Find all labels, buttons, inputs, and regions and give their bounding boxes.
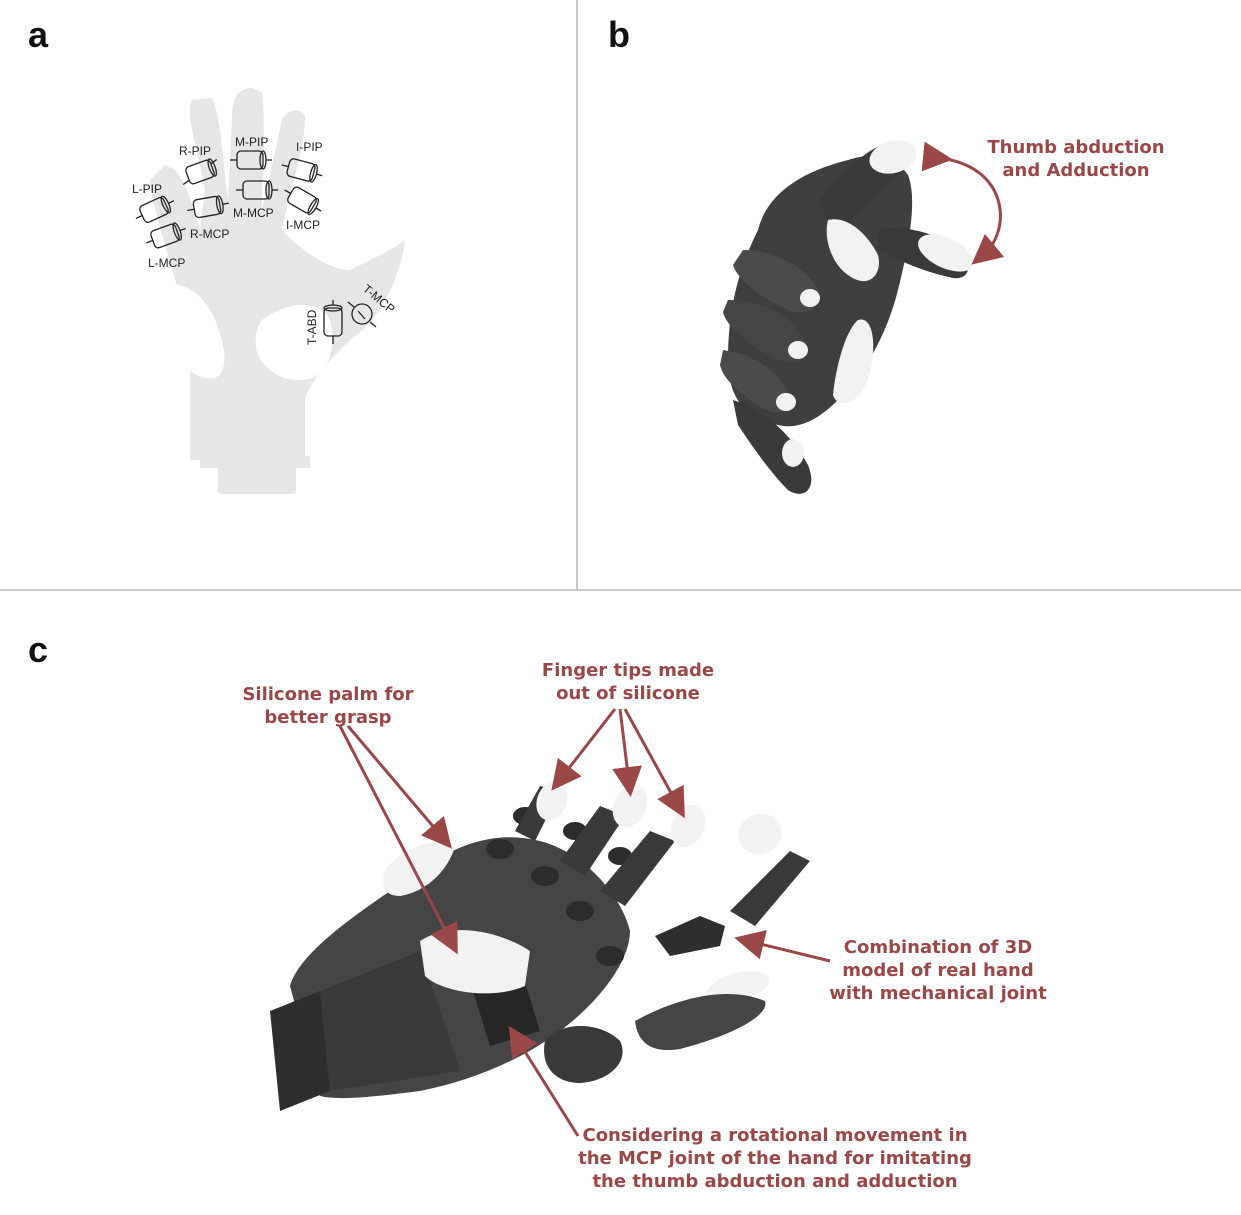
t-abd-cylinder — [323, 300, 343, 344]
label-m-pip: M-PIP — [235, 135, 268, 149]
panel-b: b Thu — [578, 0, 1241, 589]
m-mcp-cylinder — [236, 180, 278, 200]
exploded-hand-render-c — [270, 708, 831, 1137]
arrow-tips-1 — [551, 708, 617, 791]
label-r-mcp: R-MCP — [190, 227, 229, 241]
i-mcp-cylinder — [284, 186, 322, 216]
label-l-mcp: L-MCP — [148, 256, 185, 270]
annotation-combination: Combination of 3D model of real hand wit… — [829, 937, 1047, 1004]
abduction-arrow — [921, 141, 1005, 265]
r-pip-cylinder — [182, 158, 218, 186]
r-mcp-cylinder — [187, 195, 229, 219]
m-pip-cylinder — [230, 150, 272, 170]
t-mcp-joint — [347, 301, 377, 328]
arrow-tips-2 — [612, 708, 642, 797]
l-pip-cylinder — [135, 195, 175, 223]
annotation-silicone-palm: Silicone palm for better grasp — [242, 684, 414, 728]
panel-letter-b: b — [608, 14, 630, 55]
panel-a: a — [0, 0, 576, 589]
vertical-divider — [576, 0, 578, 590]
arrow-palm-1 — [338, 725, 458, 955]
arrow-palm-2 — [346, 725, 452, 849]
arrow-mcp — [508, 1025, 580, 1137]
annotation-arrows — [338, 708, 831, 1137]
label-r-pip: R-PIP — [179, 144, 211, 158]
panel-letter-c: c — [28, 629, 49, 670]
hand-body-b — [720, 144, 968, 494]
ghost-hand-diagram: R-PIP M-PIP I-PIP L-PIP M-MCP I-MCP R-MC… — [132, 88, 405, 494]
label-l-pip: L-PIP — [132, 182, 162, 196]
panel-c: c — [0, 591, 1241, 1215]
horizontal-divider — [0, 589, 1241, 591]
annotation-finger-tips: Finger tips made out of silicone — [541, 660, 715, 704]
joint-cylinders — [135, 150, 377, 344]
panel-letter-a: a — [28, 14, 49, 55]
label-i-pip: I-PIP — [296, 140, 323, 154]
arrow-combination — [734, 930, 831, 963]
label-i-mcp: I-MCP — [286, 218, 320, 232]
i-pip-cylinder — [281, 158, 323, 183]
label-m-mcp: M-MCP — [233, 206, 274, 220]
exploded-parts — [544, 851, 810, 1083]
label-t-abd: T-ABD — [305, 309, 319, 345]
silicone-palm-patches — [157, 284, 333, 381]
dark-hand-render-b — [720, 140, 1005, 494]
annotation-mcp-rotation: Considering a rotational movement in the… — [578, 1125, 972, 1192]
annotation-thumb-abduction: Thumb abduction and Adduction — [987, 137, 1165, 181]
l-mcp-cylinder — [145, 222, 186, 249]
arrow-tips-3 — [623, 708, 685, 819]
